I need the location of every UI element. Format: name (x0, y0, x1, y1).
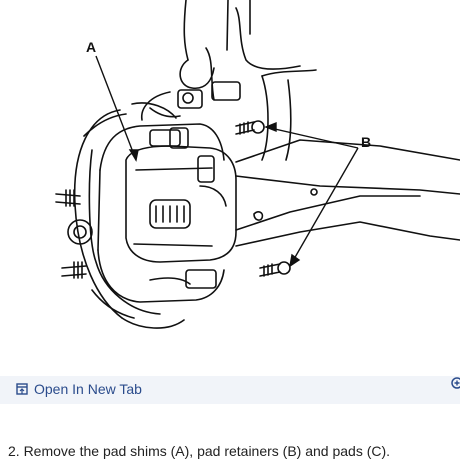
callout-label-a: A (86, 39, 96, 55)
open-in-new-tab-link[interactable]: Open In New Tab (16, 381, 142, 397)
callout-label-b: B (361, 134, 371, 150)
zoom-button[interactable] (450, 376, 460, 390)
figure-card: A B Open In New Tab (0, 0, 460, 404)
zoom-icon (451, 377, 460, 389)
open-in-new-tab-label: Open In New Tab (34, 381, 142, 397)
brake-caliper-diagram: A B (0, 0, 460, 376)
open-in-new-tab-icon (16, 383, 28, 395)
step-instruction: 2. Remove the pad shims (A), pad retaine… (8, 443, 391, 459)
